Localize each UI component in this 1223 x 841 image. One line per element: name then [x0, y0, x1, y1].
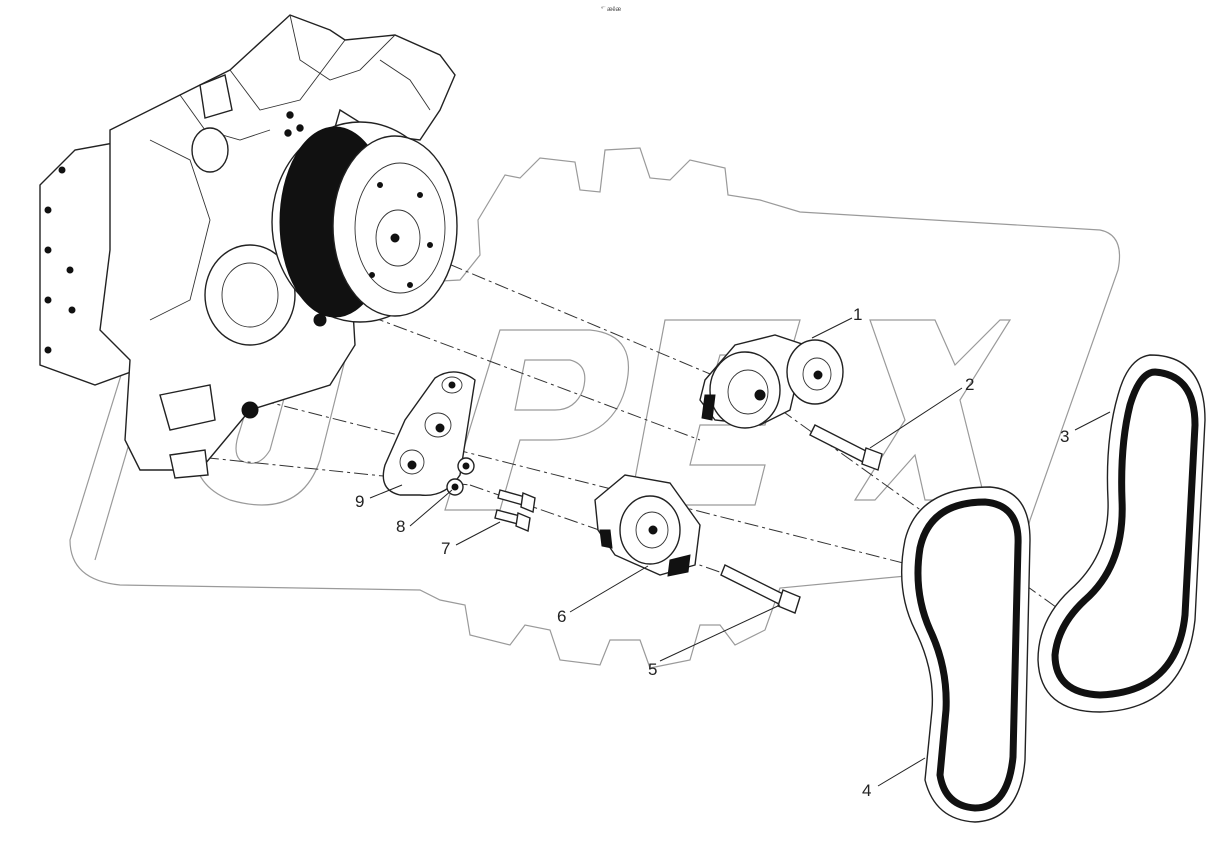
callout-1: 1	[853, 305, 862, 324]
drive-belt-part-3	[1037, 354, 1206, 713]
callout-8: 8	[396, 517, 405, 536]
callout-7: 7	[441, 539, 450, 558]
callout-4: 4	[862, 781, 871, 800]
header-label: °¨ æêæ	[601, 7, 622, 13]
idler-tensioner-part-6	[594, 474, 701, 577]
callout-2: 2	[965, 375, 974, 394]
crankshaft-pulley	[271, 121, 458, 323]
screws-part-7	[494, 489, 536, 532]
callout-9: 9	[355, 492, 364, 511]
callout-6: 6	[557, 607, 566, 626]
callout-5: 5	[648, 660, 657, 679]
belt-tensioner-part-1	[699, 334, 844, 429]
callout-3: 3	[1060, 427, 1069, 446]
leader-lines	[369, 317, 1111, 787]
bolt-part-2	[809, 424, 883, 471]
drive-belt-part-4	[901, 486, 1031, 823]
bolt-part-5	[720, 564, 801, 614]
bracket-part-9	[382, 371, 476, 497]
callouts: 1 2 3 4 5 6 7 8 9	[355, 305, 1069, 800]
